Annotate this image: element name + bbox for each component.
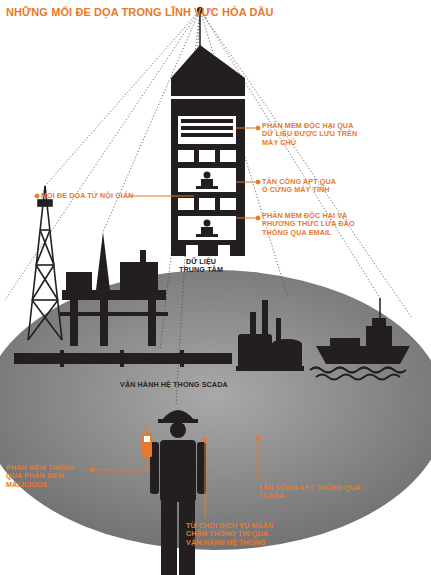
worker-figure — [150, 410, 206, 575]
building-label: DỮ LIỆU TRUNG TÂM — [176, 258, 226, 275]
callout-label: MỐI ĐE DỌA TỪ NỘI GIÁN — [41, 192, 134, 200]
callout-label: PHẦN MỀM ĐỘC HẠI QUA DỮ LIỆU ĐƯỢC LƯU TR… — [262, 122, 362, 147]
network-lines — [5, 10, 412, 405]
callout-label: TỪ CHỐI DỊCH VỤ NGĂN CHẶN THÔNG TIN QUA … — [186, 522, 278, 547]
oil-derrick — [28, 186, 62, 340]
system-label: VẬN HÀNH HỆ THỐNG SCADA — [120, 381, 228, 389]
callout-label: TẤN CÔNG APT QUA Ổ CỨNG MÁY TÍNH — [262, 178, 340, 195]
diagram-title: NHỮNG MỐI ĐE DỌA TRONG LĨNH VỰC HÓA DẦU — [6, 6, 274, 19]
radio-device — [142, 424, 152, 457]
callout-label: PHẦN MỀM ĐỘC HẠI VÀ PHƯƠNG THỨC LỪA ĐẢO … — [262, 212, 364, 237]
callout-label: PHẦN MỀM THÔNG QUA PHẦN MỀM MALICIOUS — [6, 464, 90, 489]
callout-label: TẤN CÔNG APT THÔNG QUA SCADA — [258, 484, 362, 501]
data-center-building — [171, 7, 245, 256]
ground-ellipse — [0, 270, 431, 550]
pipeline — [14, 350, 232, 367]
offshore-platform — [60, 232, 168, 346]
tanker-ship — [310, 298, 410, 380]
callout-leaders — [35, 126, 260, 519]
refinery — [236, 300, 304, 371]
